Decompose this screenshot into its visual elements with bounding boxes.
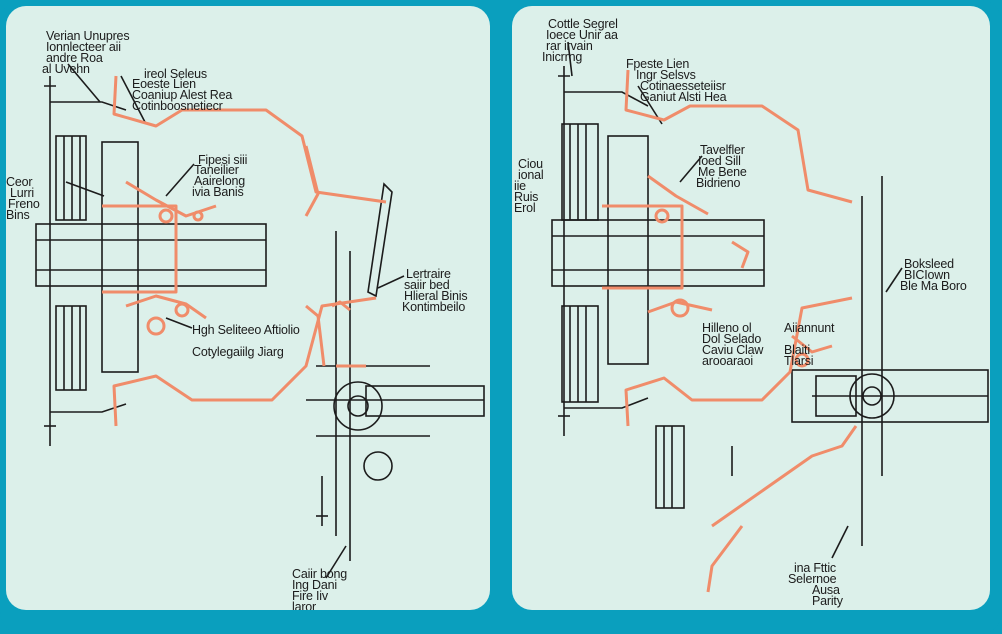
label-fire-iiv: Fire Iiv (292, 589, 328, 603)
label-freno: Freno (8, 197, 40, 211)
label-iie: iie (514, 179, 526, 193)
label-bins: Bins (6, 208, 30, 222)
label-cotinaesseteiisr: Cotinaesseteiisr (640, 79, 726, 93)
label-ivia-banis: ivia Banis (192, 185, 244, 199)
label-fipesi-siii: Fipesi siii (198, 153, 248, 167)
label-ausa: Ausa (812, 583, 840, 597)
label-ing-dani: Ing Dani (292, 578, 337, 592)
label-aairelong: Aairelong (194, 174, 246, 188)
label-ioed-sill: Ioed Sill (698, 154, 741, 168)
label-lurri: Lurri (10, 186, 35, 200)
label-tlarsi: Tlarsi (784, 354, 814, 368)
label-caviu-claw: Caviu Claw (702, 343, 764, 357)
right-diagram-panel: Cottle Segrel Ioece Unir aa rar irvain I… (512, 6, 990, 610)
label-caiir-bong: Caiir bong (292, 567, 347, 581)
label-tavelfler: Tavelfler (700, 143, 745, 157)
label-dol-selado: Dol Selado (702, 332, 762, 346)
label-hilleno-ol: Hilleno ol (702, 321, 752, 335)
label-erol: Erol (514, 201, 536, 215)
label-eoeste-lien: Eoeste Lien (132, 77, 196, 91)
label-andre-roa: andre Roa (46, 51, 103, 65)
label-ruis: Ruis (514, 190, 539, 204)
label-arooaraoi: arooaraoi (702, 354, 754, 368)
label-lertraire: Lertraire (406, 267, 451, 281)
label-ble-ma-boro: Ble Ma Boro (900, 279, 967, 293)
label-biciown: BICIown (904, 268, 950, 282)
label-ireol-seleus: ireol Seleus (144, 67, 207, 81)
label-hgh-seliteeo: Hgh Seliteeo Aftiolio (192, 323, 300, 337)
label-hlieral-binis: Hlieral Binis (404, 289, 468, 303)
label-inicrrng: Inicrrng (542, 50, 583, 64)
label-cotylegaiilg: Cotylegaiilg Jiarg (192, 345, 284, 359)
label-ionnlecteer: Ionnlecteer aii (46, 40, 121, 54)
label-ioece-unir: Ioece Unir aa (546, 28, 618, 42)
label-coaniup-alest: Coaniup Alest Rea (132, 88, 233, 102)
label-bidrieno: Bidrieno (696, 176, 741, 190)
label-laror: laror (292, 600, 317, 610)
label-taneilier: Taneilier (194, 163, 239, 177)
label-saiir-bed: saiir bed (404, 278, 450, 292)
label-cottle-segrel: Cottle Segrel (548, 17, 618, 31)
left-diagram-panel: Verian Unupres Ionnlecteer aii andre Roa… (6, 6, 490, 610)
label-ceor: Ceor (6, 175, 33, 189)
label-selernoe: Selernoe (788, 572, 837, 586)
label-fpeste-lien: Fpeste Lien (626, 57, 690, 71)
label-ciou: Ciou (518, 157, 543, 171)
label-rar-irvain: rar irvain (546, 39, 593, 53)
label-kontimbeilo: Kontimbeilo (402, 300, 466, 314)
label-boksleed: Boksleed (904, 257, 954, 271)
label-ganiut-alsti: Ganiut Alsti Hea (640, 90, 727, 104)
label-verian-unupres: Verian Unupres (46, 29, 130, 43)
label-cotinboosnetiecr: Cotinboosnetiecr (132, 99, 223, 113)
label-aiiannunt: Aiiannunt (784, 321, 835, 335)
label-ional: ional (518, 168, 544, 182)
label-parity: Parity (812, 594, 843, 608)
label-me-bene: Me Bene (698, 165, 747, 179)
label-blaiti: Blaiti (784, 343, 810, 357)
label-ina-fttic: ina Fttic (794, 561, 836, 575)
label-ingr-selsvs: Ingr Selsvs (636, 68, 696, 82)
right-drawing (551, 41, 989, 593)
label-al-uvehn: al Uvehn (42, 62, 90, 76)
left-drawing (35, 63, 485, 579)
